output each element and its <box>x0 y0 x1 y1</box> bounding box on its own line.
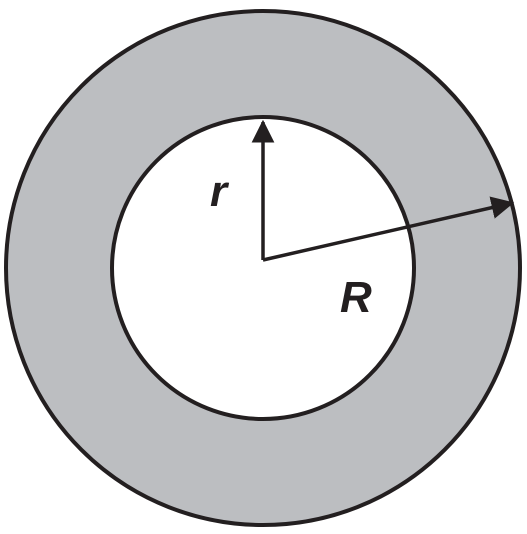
outer-radius-label: R <box>340 273 372 322</box>
inner-circle <box>110 115 416 421</box>
outer-radius-arrow <box>262 196 515 262</box>
inner-radius-label: r <box>210 167 230 216</box>
